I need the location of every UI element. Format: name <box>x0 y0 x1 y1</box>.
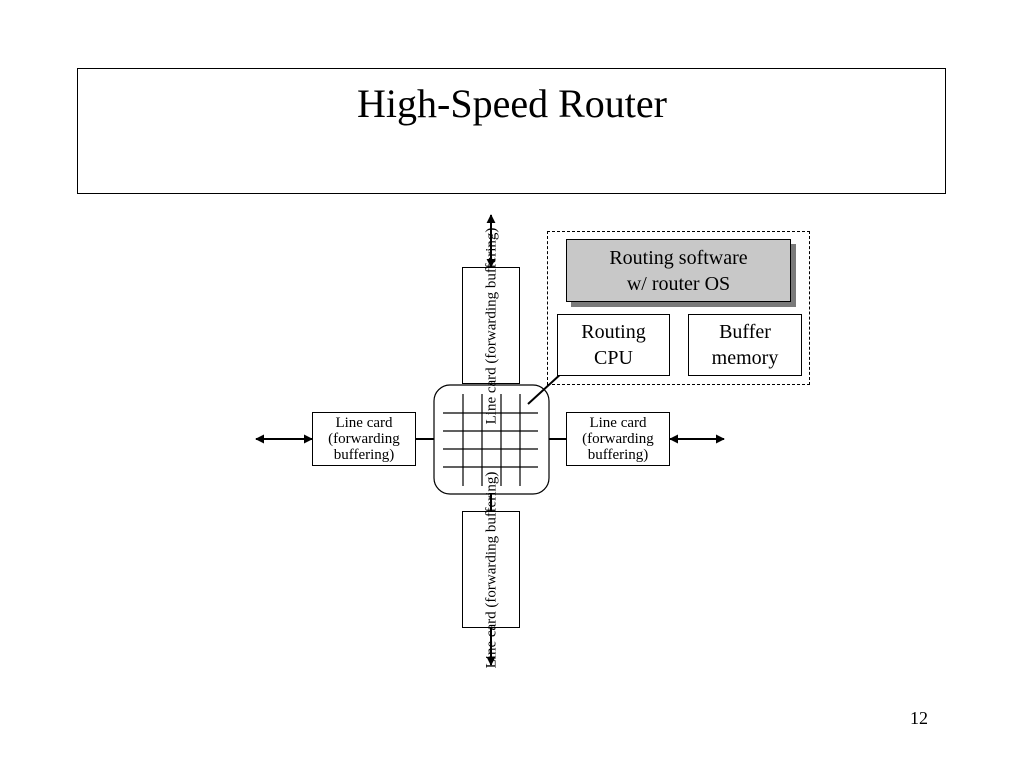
slide-title: High-Speed Router <box>357 81 667 126</box>
page-number: 12 <box>910 708 928 728</box>
line-card-left: Line card (forwarding buffering) <box>312 412 416 466</box>
routing-software-box: Routing software w/ router OS <box>566 239 791 302</box>
line-card-right-label: Line card (forwarding buffering) <box>582 415 654 463</box>
buffer-memory-label: Buffer memory <box>711 321 779 369</box>
switch-fabric-grid <box>443 394 538 486</box>
line-card-top-label: Line card (forwarding buffering) <box>483 227 500 424</box>
line-card-left-label: Line card (forwarding buffering) <box>328 415 400 463</box>
title-frame <box>77 68 946 194</box>
routing-processor-group <box>547 231 810 385</box>
line-card-top: Line card (forwarding buffering) <box>462 227 520 424</box>
routing-cpu-box: Routing CPU <box>557 314 670 376</box>
fabric-cpu-link <box>527 371 564 405</box>
line-card-right: Line card (forwarding buffering) <box>566 412 670 466</box>
line-card-bottom-label: Line card (forwarding buffering) <box>483 471 500 668</box>
routing-cpu-label: Routing CPU <box>581 321 646 369</box>
buffer-memory-box: Buffer memory <box>688 314 802 376</box>
line-card-bottom: Line card (forwarding buffering) <box>462 471 520 668</box>
